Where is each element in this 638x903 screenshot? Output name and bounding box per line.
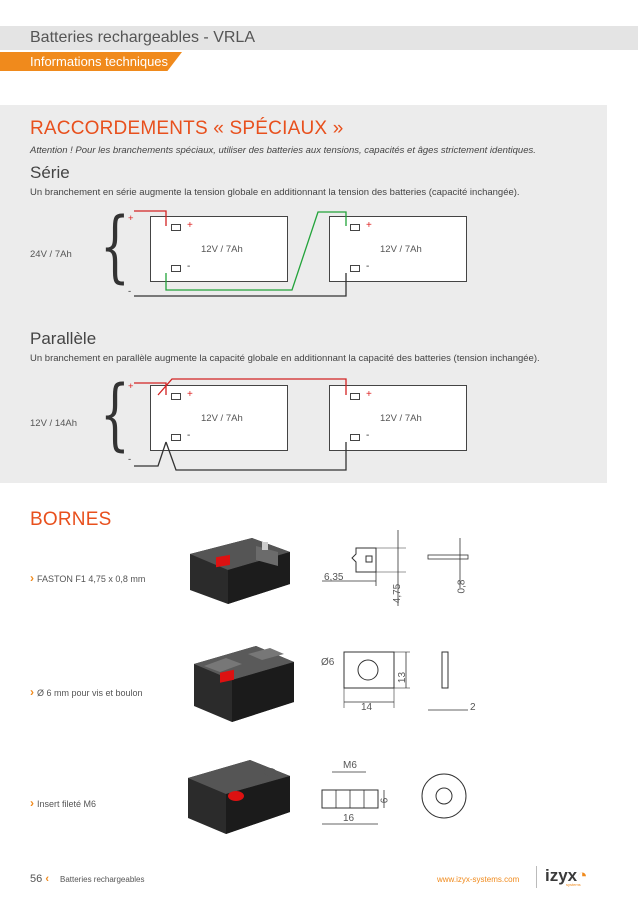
battery-bolt-photo — [194, 646, 294, 722]
negative-terminal — [171, 265, 181, 272]
chevron-left-icon: ‹ — [45, 873, 49, 885]
chevron-right-icon: › — [30, 685, 34, 699]
dim-label: 6,35 — [324, 572, 344, 583]
borne-label: Ø 6 mm pour vis et boulon — [37, 688, 143, 698]
header-bar: Batteries rechargeables - VRLA — [0, 26, 638, 50]
serie-title: Série — [30, 163, 70, 182]
battery-label: 12V / 7Ah — [380, 244, 422, 255]
borne-label: Insert fileté M6 — [37, 799, 97, 809]
positive-terminal — [350, 224, 360, 231]
insert-dimension-drawing — [321, 771, 467, 825]
parallele-brace: { — [100, 370, 130, 460]
page-subtitle: Informations techniques — [30, 54, 169, 69]
dim-label: M6 — [343, 760, 357, 771]
borne-item-faston: ›FASTON F1 4,75 x 0,8 mm — [30, 571, 145, 585]
negative-terminal — [350, 265, 360, 272]
dim-label: 2 — [470, 702, 476, 713]
serie-total: 24V / 7Ah — [30, 249, 72, 260]
serie-battery-2: + - 12V / 7Ah — [329, 216, 467, 282]
footer-divider — [536, 866, 537, 888]
logo-mark-icon: ◔ — [577, 866, 588, 885]
battery-label: 12V / 7Ah — [380, 413, 422, 424]
warning-text: Attention ! Pour les branchements spécia… — [30, 145, 536, 156]
dim-label: 13 — [397, 671, 409, 684]
footer-section-label: Batteries rechargeables — [60, 875, 145, 884]
battery-label: 12V / 7Ah — [201, 244, 243, 255]
borne-item-insert: ›Insert fileté M6 — [30, 796, 96, 810]
dim-label: 0,8 — [456, 579, 468, 594]
dim-label: 14 — [361, 702, 373, 713]
minus-sign: - — [187, 430, 191, 441]
bolt-dimension-drawing — [343, 651, 468, 711]
parallele-title: Parallèle — [30, 329, 97, 348]
negative-terminal — [350, 434, 360, 441]
borne-label: FASTON F1 4,75 x 0,8 mm — [37, 574, 146, 584]
page-number: 56 ‹ — [30, 873, 49, 885]
plus-sign: + — [366, 389, 372, 400]
battery-faston-photo — [190, 538, 290, 604]
plus-sign: + — [366, 220, 372, 231]
dim-label: 6 — [379, 797, 391, 804]
dim-label: 4,75 — [392, 583, 404, 604]
chevron-right-icon: › — [30, 796, 34, 810]
positive-terminal — [171, 393, 181, 400]
negative-terminal — [171, 434, 181, 441]
minus-sign: - — [366, 430, 370, 441]
positive-terminal — [171, 224, 181, 231]
faston-dimension-drawing — [322, 530, 469, 606]
minus-sign: - — [366, 261, 370, 272]
page-title: Batteries rechargeables - VRLA — [30, 29, 255, 46]
parallele-battery-1: + - 12V / 7Ah — [150, 385, 288, 451]
serie-battery-1: + - 12V / 7Ah — [150, 216, 288, 282]
parallele-plus-sign: + — [128, 381, 134, 392]
footer-url-link[interactable]: www.izyx-systems.com — [437, 875, 520, 884]
serie-minus-sign: - — [128, 286, 132, 297]
subtitle-tab: Informations techniques — [0, 52, 182, 71]
minus-sign: - — [187, 261, 191, 272]
section-title-raccordements: RACCORDEMENTS « SPÉCIAUX » — [30, 118, 344, 139]
serie-plus-sign: + — [128, 213, 134, 224]
battery-insert-photo — [188, 760, 290, 834]
borne-item-vis-boulon: ›Ø 6 mm pour vis et boulon — [30, 685, 143, 699]
section-title-bornes: BORNES — [30, 509, 112, 530]
connections-panel — [0, 105, 607, 483]
izyx-logo: izyx◔ — [545, 866, 588, 885]
positive-terminal — [350, 393, 360, 400]
parallele-battery-2: + - 12V / 7Ah — [329, 385, 467, 451]
serie-description: Un branchement en série augmente la tens… — [30, 187, 520, 198]
serie-brace: { — [100, 202, 130, 292]
chevron-right-icon: › — [30, 571, 34, 585]
parallele-minus-sign: - — [128, 454, 132, 465]
dim-label: 16 — [343, 813, 355, 824]
parallele-total: 12V / 14Ah — [30, 418, 78, 429]
plus-sign: + — [187, 389, 193, 400]
logo-subtitle: systems — [566, 882, 581, 887]
dim-label: Ø6 — [321, 657, 335, 668]
battery-label: 12V / 7Ah — [201, 413, 243, 424]
parallele-description: Un branchement en parallèle augmente la … — [30, 353, 540, 364]
plus-sign: + — [187, 220, 193, 231]
